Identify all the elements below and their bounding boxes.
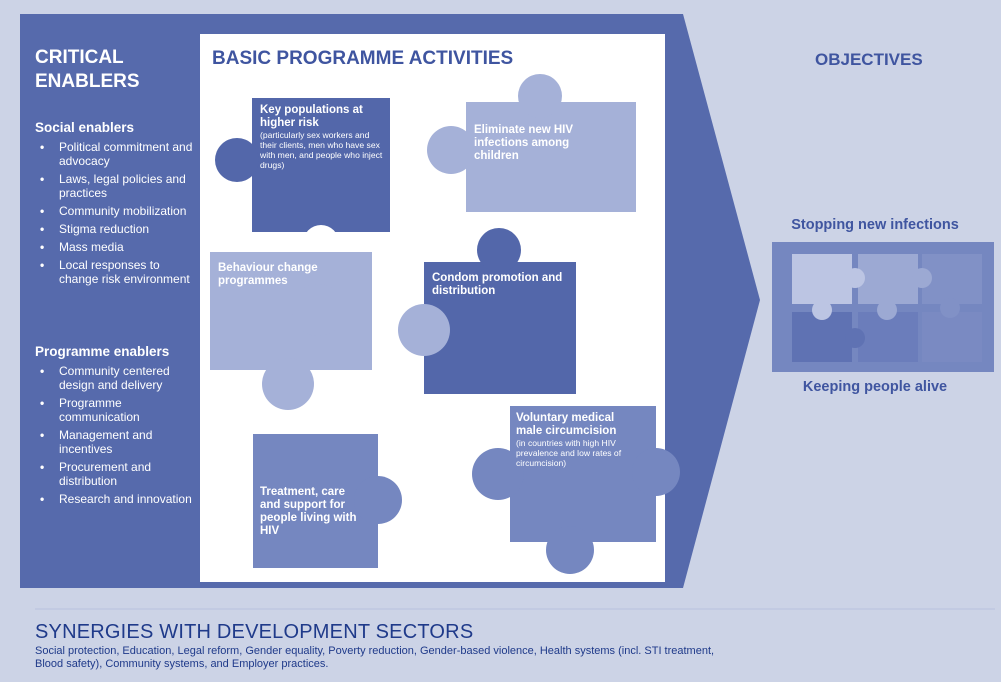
puzzle-piece-behaviour-change xyxy=(210,252,372,410)
piece-title: Treatment, care and support for people l… xyxy=(260,486,357,537)
synergies-text: Social protection, Education, Legal refo… xyxy=(35,645,715,670)
critical-enablers-title-line2: ENABLERS xyxy=(35,71,140,92)
list-item: Procurement and distribution xyxy=(35,460,195,488)
piece-note: (particularly sex workers and their clie… xyxy=(260,130,383,170)
critical-enablers-title: CRITICAL ENABLERS xyxy=(35,46,140,94)
synergies-title: SYNERGIES WITH DEVELOPMENT SECTORS xyxy=(35,621,474,643)
list-item: Community centered design and delivery xyxy=(35,364,195,392)
critical-enablers-title-line1: CRITICAL xyxy=(35,47,124,68)
puzzle-piece-vmmc xyxy=(472,406,680,574)
objective-keeping-alive: Keeping people alive xyxy=(802,379,948,395)
piece-title: Behaviour change programmes xyxy=(218,262,318,287)
basic-activities-title: BASIC PROGRAMME ACTIVITIES xyxy=(212,48,514,69)
piece-title: Condom promotion and distribution xyxy=(432,272,563,297)
list-item: Programme communication xyxy=(35,396,195,424)
piece-note: (in countries with high HIV prevalence a… xyxy=(516,438,622,468)
objective-stopping-infections: Stopping new infections xyxy=(791,217,959,233)
list-item: Community mobilization xyxy=(35,204,195,218)
piece-label-vmmc: Voluntary medical male circumcision (in … xyxy=(516,412,622,468)
piece-label-behaviour-change: Behaviour change programmes xyxy=(218,262,348,288)
puzzle-piece-condom-promotion xyxy=(398,228,576,394)
objectives-title: OBJECTIVES xyxy=(815,50,923,69)
programme-enablers-list: Community centered design and delivery P… xyxy=(35,364,195,510)
list-item: Stigma reduction xyxy=(35,222,195,236)
piece-title: Key populations at higher risk xyxy=(260,104,363,129)
list-item: Laws, legal policies and practices xyxy=(35,172,195,200)
puzzle-piece-treatment xyxy=(253,434,402,568)
list-item: Research and innovation xyxy=(35,492,195,506)
piece-label-key-populations: Key populations at higher risk (particul… xyxy=(260,104,384,170)
piece-label-treatment: Treatment, care and support for people l… xyxy=(260,486,360,538)
list-item: Local responses to change risk environme… xyxy=(35,258,195,286)
objectives-puzzle xyxy=(772,242,994,372)
list-item: Political commitment and advocacy xyxy=(35,140,195,168)
list-item: Management and incentives xyxy=(35,428,195,456)
puzzle-piece-eliminate-hiv xyxy=(427,74,636,212)
piece-label-eliminate-hiv: Eliminate new HIV infections among child… xyxy=(474,124,594,163)
social-enablers-list: Political commitment and advocacy Laws, … xyxy=(35,140,195,290)
piece-title: Voluntary medical male circumcision xyxy=(516,412,617,437)
list-item: Mass media xyxy=(35,240,195,254)
social-enablers-heading: Social enablers xyxy=(35,120,135,135)
piece-label-condom-promotion: Condom promotion and distribution xyxy=(432,272,570,298)
programme-enablers-heading: Programme enablers xyxy=(35,344,170,359)
piece-title: Eliminate new HIV infections among child… xyxy=(474,124,574,162)
